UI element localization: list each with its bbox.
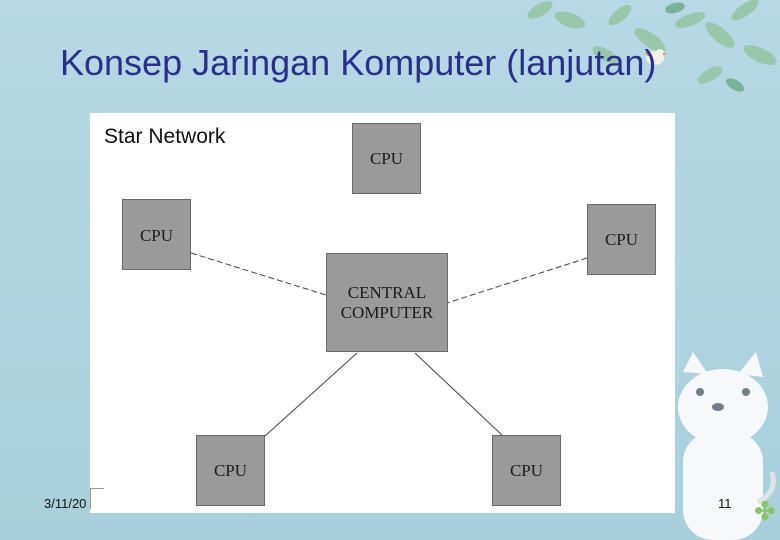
diagram-heading: Star Network — [104, 125, 226, 148]
cpu-node-right: CPU — [587, 204, 656, 275]
slide-title: Konsep Jaringan Komputer (lanjutan) — [60, 42, 657, 83]
bird-icon — [645, 49, 667, 65]
line-left — [190, 252, 327, 296]
line-right — [446, 257, 588, 304]
line-bottom-right — [414, 352, 504, 437]
connection-lines — [190, 252, 588, 437]
footer-placeholder-frame — [90, 488, 104, 509]
cpu-node-top: CPU — [352, 123, 421, 194]
cat-decoration: ✤ — [678, 352, 776, 540]
page-number: 11 — [718, 496, 732, 511]
cpu-node-bottom-right: CPU — [492, 435, 561, 506]
footer-date: 3/11/20 — [44, 496, 87, 511]
cpu-node-bottom-left: CPU — [196, 435, 265, 506]
star-network-diagram: Star Network CPU CPU CPU CENTRAL COMPUTE… — [90, 113, 675, 513]
leaf-decoration — [527, 0, 777, 92]
line-bottom-left — [264, 352, 358, 437]
central-computer-node: CENTRAL COMPUTER — [326, 253, 448, 352]
cpu-node-left: CPU — [122, 199, 191, 270]
svg-text:✤: ✤ — [754, 497, 776, 527]
